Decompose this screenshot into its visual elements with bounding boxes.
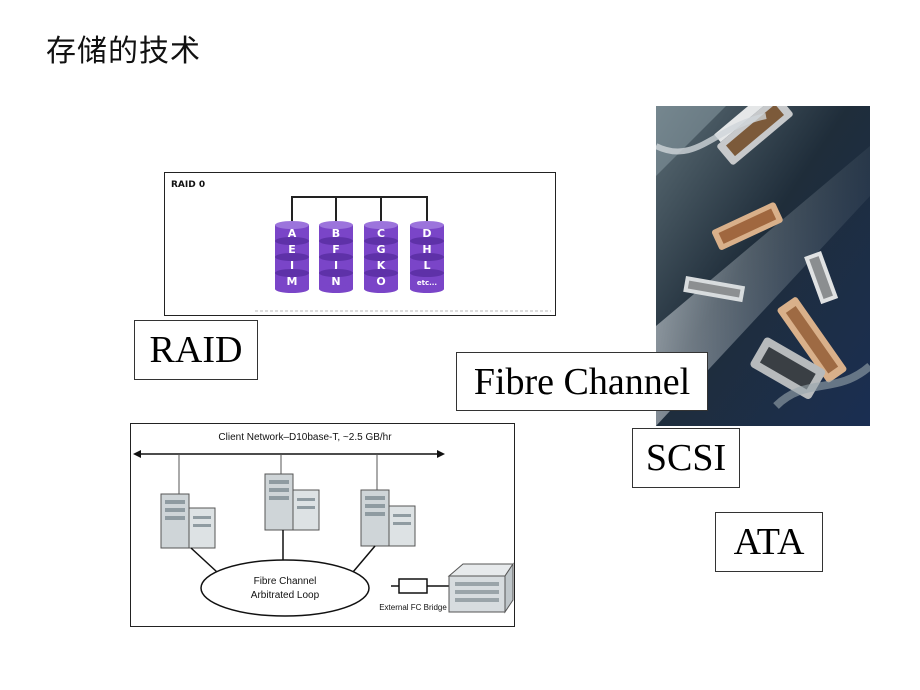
bus-arrow-right-icon bbox=[437, 450, 445, 458]
fc-loop-diagram: Client Network–D10base-T, ~2.5 GB/hr bbox=[130, 423, 515, 627]
raid-disk-block-label: M bbox=[287, 275, 298, 288]
scsi-cables-photo bbox=[654, 90, 873, 426]
server-icon bbox=[360, 489, 416, 547]
slide-title: 存储的技术 bbox=[46, 34, 201, 69]
raid-disk-block-label: N bbox=[331, 275, 340, 288]
raid-disk-block-label: D bbox=[422, 227, 431, 240]
server-icon bbox=[264, 473, 320, 531]
raid-disk-block-label: K bbox=[377, 259, 386, 272]
raid-disk-stack: DHLetc... bbox=[410, 221, 444, 293]
fibre-channel-label: Fibre Channel bbox=[456, 352, 708, 411]
raid-disk-block-label: O bbox=[376, 275, 385, 288]
bus-arrow-left-icon bbox=[133, 450, 141, 458]
raid-disk-block-label: E bbox=[288, 243, 296, 256]
raid-disk-block-label: A bbox=[288, 227, 297, 240]
raid-disk-block-label: C bbox=[377, 227, 385, 240]
arbitrated-loop bbox=[200, 559, 370, 617]
raid-disk-block-label: L bbox=[423, 259, 430, 272]
raid-disk-block-label: G bbox=[376, 243, 385, 256]
client-network-label: Client Network–D10base-T, ~2.5 GB/hr bbox=[218, 432, 392, 443]
fc-loop-svg: Client Network–D10base-T, ~2.5 GB/hr bbox=[133, 432, 514, 617]
raid-disk-block-label: etc... bbox=[417, 279, 437, 287]
fc-bridge-box bbox=[398, 578, 428, 594]
raid-disk-block-label: J bbox=[333, 259, 338, 272]
raid-disk-block-label: I bbox=[290, 259, 294, 272]
server-icon bbox=[160, 493, 216, 549]
raid-disk-block-label: F bbox=[332, 243, 340, 256]
loop-label-line2: Arbitrated Loop bbox=[251, 590, 320, 601]
raid0-bus bbox=[291, 196, 428, 223]
fc-bridge-label: External FC Bridge bbox=[379, 603, 447, 612]
raid-disk-block-label: B bbox=[332, 227, 340, 240]
scsi-label: SCSI bbox=[632, 428, 740, 488]
raid-disk-block-label: H bbox=[422, 243, 431, 256]
raid-label: RAID bbox=[134, 320, 258, 380]
ata-label: ATA bbox=[715, 512, 823, 572]
storage-device-icon bbox=[447, 562, 514, 614]
raid0-heading: RAID 0 bbox=[171, 180, 205, 190]
loop-label-line1: Fibre Channel bbox=[254, 576, 317, 587]
